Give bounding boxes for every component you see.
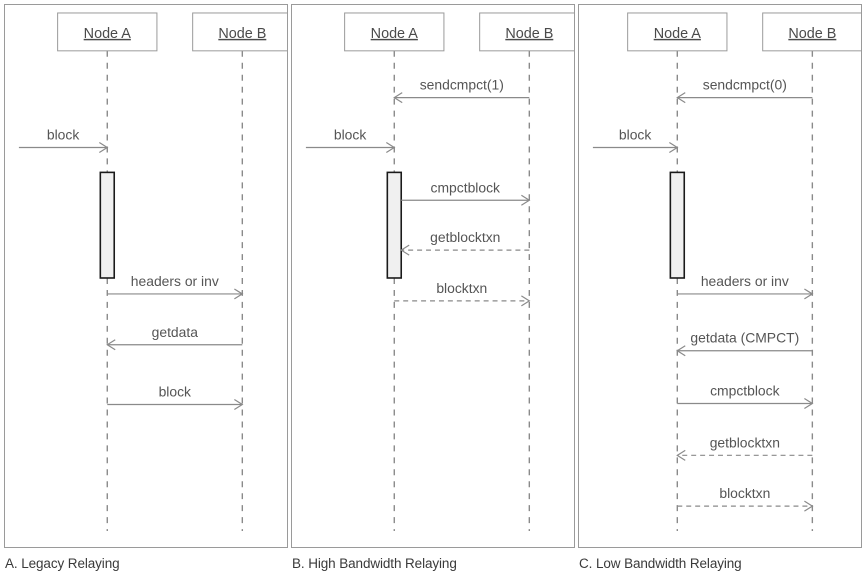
message-arrow: getdata [106, 324, 243, 351]
arrowhead-icon [676, 345, 686, 357]
arrowhead-icon [669, 141, 679, 153]
panel-a-caption: A. Legacy Relaying [5, 556, 120, 571]
node-label-node-b: Node B [218, 26, 266, 42]
arrowhead-icon [804, 398, 814, 410]
lifeline-node-a: Node A [344, 12, 445, 532]
lifeline-node-b: Node B [192, 12, 287, 532]
panel-c-caption: C. Low Bandwidth Relaying [579, 556, 742, 571]
node-label-node-a: Node A [371, 26, 419, 42]
message-label: getdata (CMPCT) [690, 330, 799, 346]
message-arrow: block [107, 384, 244, 411]
arrowhead-icon [521, 194, 531, 206]
node-box-node-b [479, 12, 574, 52]
message-label: cmpctblock [431, 179, 500, 195]
arrowhead-icon [106, 339, 116, 351]
node-box-node-a [627, 12, 728, 52]
message-arrow: cmpctblock [677, 383, 814, 410]
message-label: blocktxn [719, 485, 770, 501]
message-arrow: headers or inv [107, 273, 244, 300]
message-arrow: getblocktxn [676, 434, 813, 461]
arrowhead-icon [393, 92, 403, 104]
activation-bar-node-a-0 [99, 171, 116, 279]
activation-bar-node-a-0 [669, 171, 686, 279]
message-label: headers or inv [701, 273, 789, 289]
message-arrow: block [592, 126, 679, 153]
message-arrow: blocktxn [394, 280, 531, 307]
panel-high-bandwidth-relaying: Node A Node B sendcmpct(1) block cmpctblock g… [291, 4, 575, 548]
panel-b-caption: B. High Bandwidth Relaying [292, 556, 457, 571]
message-label: getblocktxn [430, 229, 500, 245]
arrowhead-icon [386, 141, 396, 153]
node-label-node-a: Node A [84, 26, 132, 42]
message-arrow: sendcmpct(0) [676, 77, 813, 104]
message-label: blocktxn [436, 280, 487, 296]
message-label: block [47, 126, 79, 142]
arrowhead-icon [234, 288, 244, 300]
message-label: getdata [152, 324, 199, 340]
lifeline-node-b: Node B [479, 12, 574, 532]
activation-bar-node-a-0 [386, 171, 403, 279]
arrowhead-icon [804, 288, 814, 300]
message-arrow: block [305, 126, 396, 153]
lifeline-node-b: Node B [762, 12, 861, 532]
lifeline-node-a: Node A [57, 12, 158, 532]
message-arrow: cmpctblock [401, 179, 531, 206]
arrowhead-icon [521, 295, 531, 307]
message-label: headers or inv [131, 273, 219, 289]
message-arrow: headers or inv [677, 273, 814, 300]
node-box-node-a [344, 12, 445, 52]
node-box-node-b [192, 12, 287, 52]
panel-low-bandwidth-relaying: Node A Node B sendcmpct(0) block headers or … [578, 4, 862, 548]
lifeline-node-a: Node A [627, 12, 728, 532]
panel-a-svg: Node A Node B block headers or inv getdata bl… [18, 12, 287, 532]
message-arrow: getblocktxn [400, 229, 530, 256]
arrowhead-icon [676, 92, 686, 104]
message-arrow: getdata (CMPCT) [676, 330, 813, 357]
node-box-node-a [57, 12, 158, 52]
message-arrow: block [18, 126, 109, 153]
arrowhead-icon [400, 244, 410, 256]
arrowhead-icon [234, 399, 244, 411]
message-label: block [619, 126, 651, 142]
message-arrow: sendcmpct(1) [393, 77, 530, 104]
node-label-node-b: Node B [788, 26, 836, 42]
panel-legacy-relaying: Node A Node B block headers or inv getdata bl… [4, 4, 288, 548]
panel-b-svg: Node A Node B sendcmpct(1) block cmpctblock g… [305, 12, 574, 532]
node-label-node-b: Node B [505, 26, 553, 42]
node-label-node-a: Node A [654, 26, 702, 42]
node-box-node-b [762, 12, 861, 52]
arrowhead-icon [676, 449, 686, 461]
message-label: sendcmpct(0) [703, 77, 787, 93]
arrowhead-icon [804, 500, 814, 512]
message-label: block [159, 384, 191, 400]
message-arrow: blocktxn [677, 485, 814, 512]
arrowhead-icon [99, 141, 109, 153]
message-label: sendcmpct(1) [420, 77, 504, 93]
message-label: block [334, 126, 366, 142]
message-label: cmpctblock [710, 383, 779, 399]
message-label: getblocktxn [710, 434, 780, 450]
panel-c-svg: Node A Node B sendcmpct(0) block headers or … [592, 12, 861, 532]
